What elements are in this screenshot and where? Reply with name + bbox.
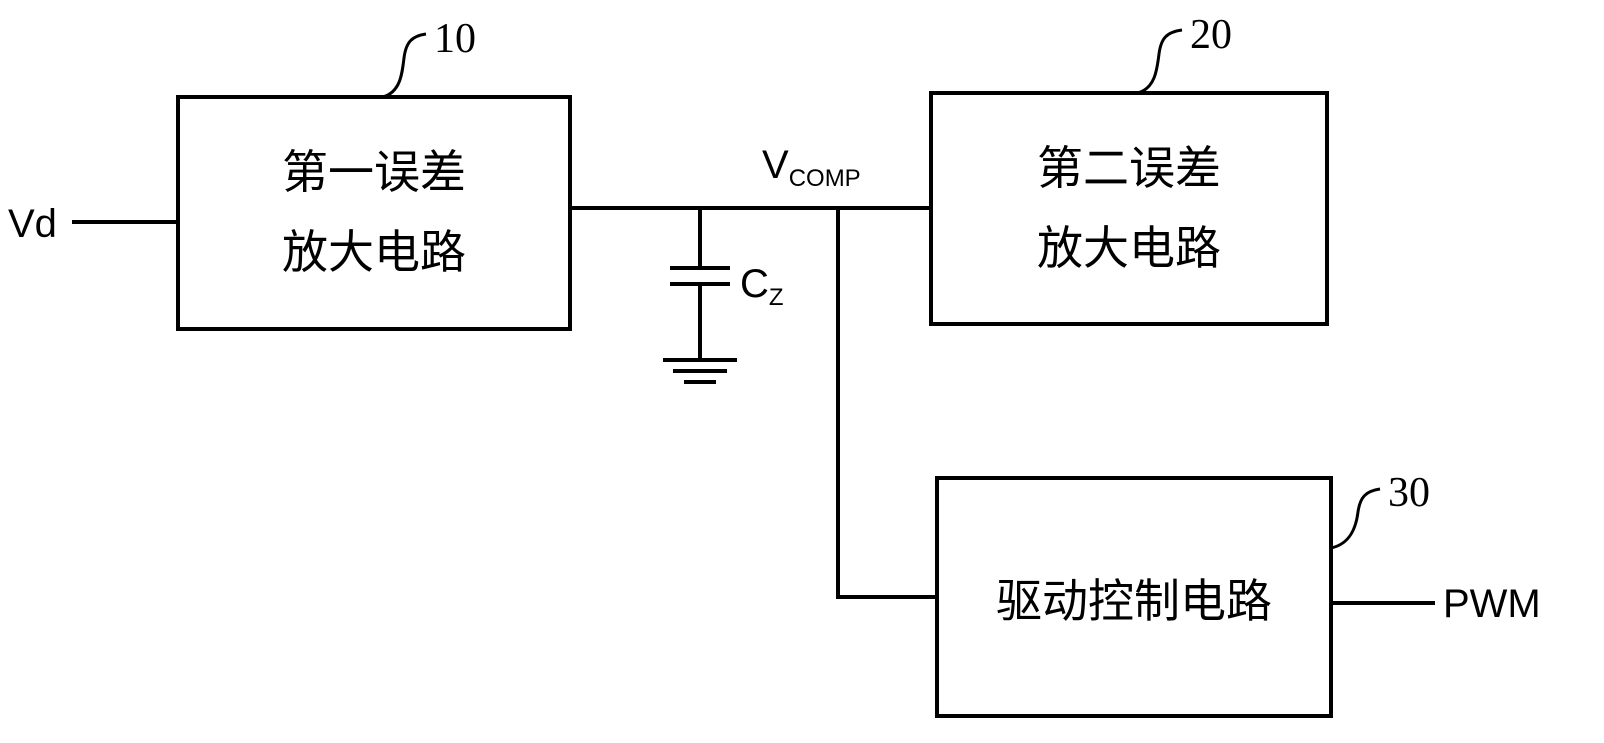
first-block-label-line2: 放大电路 — [282, 225, 466, 279]
second-block-label-line2: 放大电路 — [1037, 221, 1221, 275]
second-block-label-line1: 第二误差 — [1037, 141, 1221, 195]
drive-block-ref-leader — [1330, 487, 1381, 550]
second-block-ref-number: 20 — [1190, 12, 1232, 58]
vcomp-label-subscript: COMP — [789, 165, 861, 192]
vcomp-label-main: V — [762, 143, 789, 187]
first-block-label-line1: 第一误差 — [282, 145, 466, 199]
vcomp-label: VCOMP — [762, 143, 861, 192]
vd-input-label: Vd — [8, 202, 57, 246]
first-block-ref-number: 10 — [434, 16, 476, 62]
first-error-amplifier-box — [176, 95, 572, 331]
second-error-amplifier-box — [929, 91, 1329, 326]
ground-icon — [663, 358, 737, 384]
capacitor-cz: CZ — [670, 208, 784, 360]
second-error-amplifier-block: 第二误差 放大电路 20 — [929, 12, 1329, 326]
first-error-amplifier-block: 第一误差 放大电路 10 — [176, 16, 572, 331]
capacitor-label: CZ — [740, 262, 784, 311]
drive-block-ref-number: 30 — [1388, 470, 1430, 516]
capacitor-label-main: C — [740, 262, 769, 306]
drive-control-block: 驱动控制电路 30 — [935, 470, 1430, 718]
first-block-ref-leader — [382, 32, 427, 99]
pwm-output-label: PWM — [1443, 582, 1541, 626]
second-block-ref-leader — [1137, 28, 1183, 95]
vcomp-to-drive-wire — [836, 208, 937, 599]
capacitor-label-subscript: Z — [769, 284, 784, 311]
drive-control-label: 驱动控制电路 — [996, 574, 1272, 628]
